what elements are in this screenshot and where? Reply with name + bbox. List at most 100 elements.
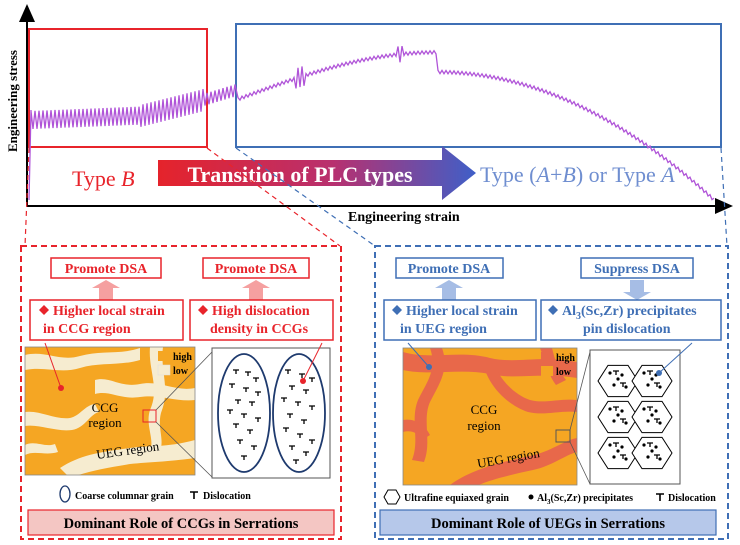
marker-leader-line xyxy=(302,342,323,382)
dislocation-icon xyxy=(656,493,664,501)
legend-precip-text: Al3(Sc,Zr) precipitates xyxy=(537,493,633,506)
precipitate-dot xyxy=(608,371,612,375)
dislocation-glyph xyxy=(283,427,289,432)
dislocation-glyph xyxy=(309,439,315,444)
right-panel: Promote DSA Suppress DSA Higher local st… xyxy=(374,245,729,540)
grain-legend-icon xyxy=(59,485,71,503)
dislocation-glyph xyxy=(620,382,626,387)
dislocation-glyph xyxy=(613,370,619,375)
dislocation-glyph xyxy=(253,377,259,382)
precipitate-icon xyxy=(528,494,534,500)
type-b-region-box xyxy=(28,28,208,148)
legend-swatch-low xyxy=(157,364,171,376)
left-panel-frame xyxy=(20,245,342,540)
y-axis-label: Engineering stress xyxy=(5,50,20,152)
precipitate-dot xyxy=(612,383,616,387)
dislocation-glyph xyxy=(289,445,295,450)
diamond-icon xyxy=(548,305,558,315)
legend-low-text: low xyxy=(173,366,189,377)
dislocation-glyph xyxy=(251,445,257,450)
dislocation-glyph xyxy=(255,417,261,422)
up-arrow-right-1 xyxy=(435,280,463,300)
hexagon-icon xyxy=(383,489,401,505)
hexagon-grain xyxy=(631,364,673,398)
transition-label: Transition of PLC types xyxy=(187,162,413,187)
dislocation-glyph xyxy=(309,377,315,382)
dislocation-glyph xyxy=(249,401,255,406)
precipitate-dot xyxy=(654,445,658,449)
dislocation-glyph xyxy=(229,383,235,388)
claim-right-1-line2: in UEG region xyxy=(400,322,487,337)
type-b-label: Type B xyxy=(72,166,135,191)
hexagon-grain xyxy=(597,436,639,470)
precipitate-dot xyxy=(612,419,616,423)
suppress-dsa-text: Suppress DSA xyxy=(594,262,681,277)
legend-swatch-low xyxy=(541,366,553,376)
right-footer-box xyxy=(379,509,717,536)
dislocation-glyph xyxy=(233,369,239,374)
precipitate-dot xyxy=(650,413,654,417)
zoom-line-1 xyxy=(569,351,591,431)
precipitate-dot xyxy=(616,413,620,417)
zoom-line-1 xyxy=(155,351,213,411)
claim-right-2-line2: pin dislocation xyxy=(583,322,671,337)
connector-left-a xyxy=(24,147,30,247)
dislocation-icon xyxy=(190,491,198,499)
marker-leader-line xyxy=(44,342,62,389)
stress-strain-curve xyxy=(28,45,715,201)
claim-right-1-line1: Higher local strain xyxy=(406,304,518,319)
left-footer-box xyxy=(27,509,335,536)
right-panel-frame xyxy=(374,245,729,540)
columnar-grain-2 xyxy=(272,353,326,473)
dislocation-glyph xyxy=(235,399,241,404)
legend-grain-text: Coarse columnar grain xyxy=(75,491,174,502)
precipitate-dot xyxy=(650,377,654,381)
claim-left-2-line1: High dislocation xyxy=(212,304,310,319)
dislocation-glyph xyxy=(654,454,660,459)
precipitate-dot xyxy=(624,385,628,389)
dislocation-glyph xyxy=(647,406,653,411)
dislocation-glyph xyxy=(303,451,309,456)
dislocation-glyph xyxy=(295,401,301,406)
claim-box-right-1 xyxy=(383,299,537,341)
precipitate-dot xyxy=(620,445,624,449)
dislocation-glyph xyxy=(309,405,315,410)
dislocation-glyph xyxy=(297,433,303,438)
legend-high-text: high xyxy=(173,352,192,363)
stress-strain-plot: Engineering stress Engineering strain Ty… xyxy=(5,4,733,225)
promote-dsa-text-right: Promote DSA xyxy=(408,262,491,277)
promote-dsa-box-2 xyxy=(202,257,310,279)
legend-disloc-text: Dislocation xyxy=(668,493,716,504)
legend-disloc-text: Dislocation xyxy=(203,491,251,502)
precipitate-dot xyxy=(654,409,658,413)
dislocation-glyph xyxy=(237,439,243,444)
ccg-region-text-1: CCG xyxy=(92,400,119,415)
down-arrow-right xyxy=(623,280,651,300)
diamond-icon xyxy=(39,305,49,315)
ccg-region-text-1: CCG xyxy=(471,402,498,417)
hexagon-grain xyxy=(597,400,639,434)
claim-right-2-line1: Al3(Sc,Zr) precipitates xyxy=(562,304,697,322)
precipitate-dot xyxy=(658,457,662,461)
zoom-box xyxy=(142,409,157,423)
precipitate-dot xyxy=(642,371,646,375)
legend-low-text: low xyxy=(556,367,572,378)
hexagon-grain xyxy=(631,436,673,470)
claim-box-left-2 xyxy=(189,299,334,341)
dislocation-glyph xyxy=(613,406,619,411)
x-axis-label: Engineering strain xyxy=(348,210,460,225)
hexagon-grain xyxy=(631,400,673,434)
type-ab-label: Type (A+B) or Type A xyxy=(480,162,675,187)
dislocation-glyph xyxy=(654,418,660,423)
claim-left-1-line2: in CCG region xyxy=(43,322,131,337)
dislocation-glyph xyxy=(647,370,653,375)
dislocation-glyph xyxy=(247,429,253,434)
precipitate-dot xyxy=(658,421,662,425)
zoom-line-2 xyxy=(569,441,591,485)
left-footer-text: Dominant Role of CCGs in Serrations xyxy=(64,516,299,532)
precipitate-dot xyxy=(616,377,620,381)
claim-left-2-line2: density in CCGs xyxy=(210,322,309,337)
precipitate-dot xyxy=(642,407,646,411)
map-frame xyxy=(24,346,196,476)
